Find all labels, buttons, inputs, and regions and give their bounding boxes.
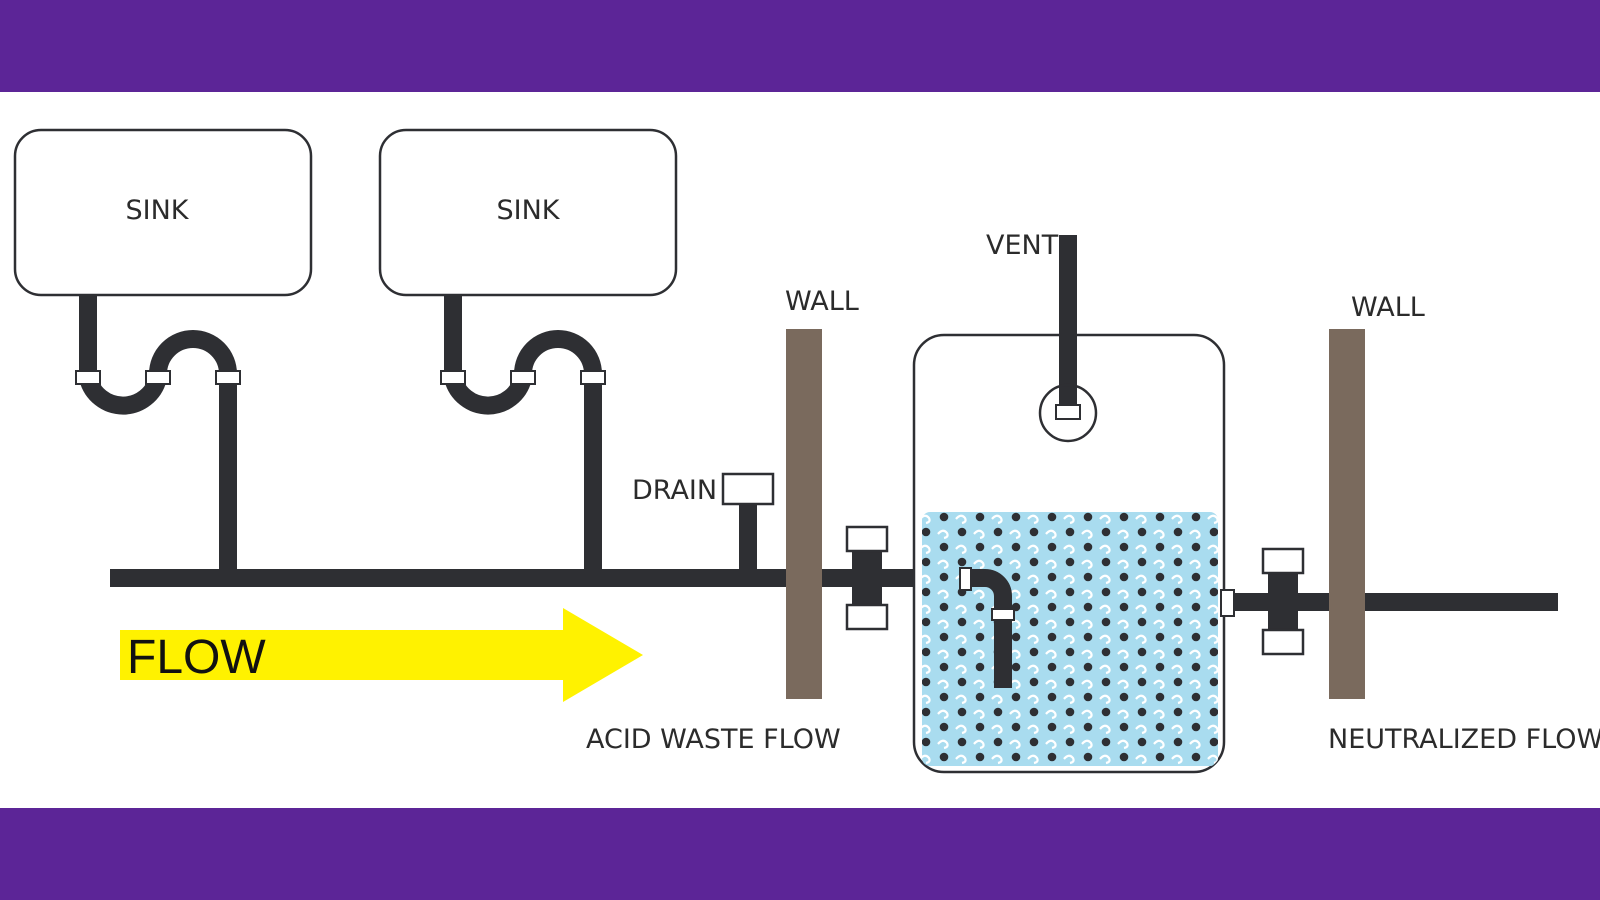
inlet-coupling-a (959, 567, 972, 591)
drain-riser (739, 500, 757, 575)
vent-label: VENT (986, 230, 1059, 261)
left-union (845, 525, 889, 631)
trap-1-coupling-a (75, 370, 101, 385)
p-trap-1 (79, 295, 237, 578)
vent-coupling (1055, 404, 1081, 420)
trap-1-coupling-c (215, 370, 241, 385)
trap-2-coupling-b (510, 370, 536, 385)
tank-inlet-pipe (960, 569, 1012, 688)
trap-2-coupling-c (580, 370, 606, 385)
sink-2-label: SINK (496, 195, 560, 226)
sink-2 (378, 128, 678, 297)
neutralized-pipe (1224, 593, 1558, 611)
bottom-band (0, 808, 1600, 900)
acid-waste-pipe (110, 569, 970, 587)
trap-1-coupling-b (145, 370, 171, 385)
left-wall (786, 329, 822, 699)
vent-fitting (1038, 383, 1098, 443)
right-union (1261, 547, 1305, 656)
left-wall-label: WALL (785, 286, 859, 317)
neutralized-flow-label: NEUTRALIZED FLOW (1328, 724, 1600, 755)
p-trap-2 (444, 295, 602, 578)
top-band (0, 0, 1600, 92)
acid-waste-flow-label: ACID WASTE FLOW (586, 724, 841, 755)
right-wall (1329, 329, 1365, 699)
sink-1-label: SINK (125, 195, 189, 226)
right-wall-label: WALL (1351, 292, 1425, 323)
flow-label: FLOW (127, 631, 266, 684)
vent-pipe (1059, 235, 1077, 415)
inlet-coupling-b (991, 608, 1015, 621)
sink-1 (13, 128, 313, 297)
trap-2-coupling-a (440, 370, 466, 385)
drain-label: DRAIN (632, 475, 717, 506)
right-arrow-icon (120, 608, 643, 702)
limestone-media (922, 512, 1218, 766)
outlet-coupling (1220, 589, 1235, 617)
drain-cap (721, 472, 775, 506)
